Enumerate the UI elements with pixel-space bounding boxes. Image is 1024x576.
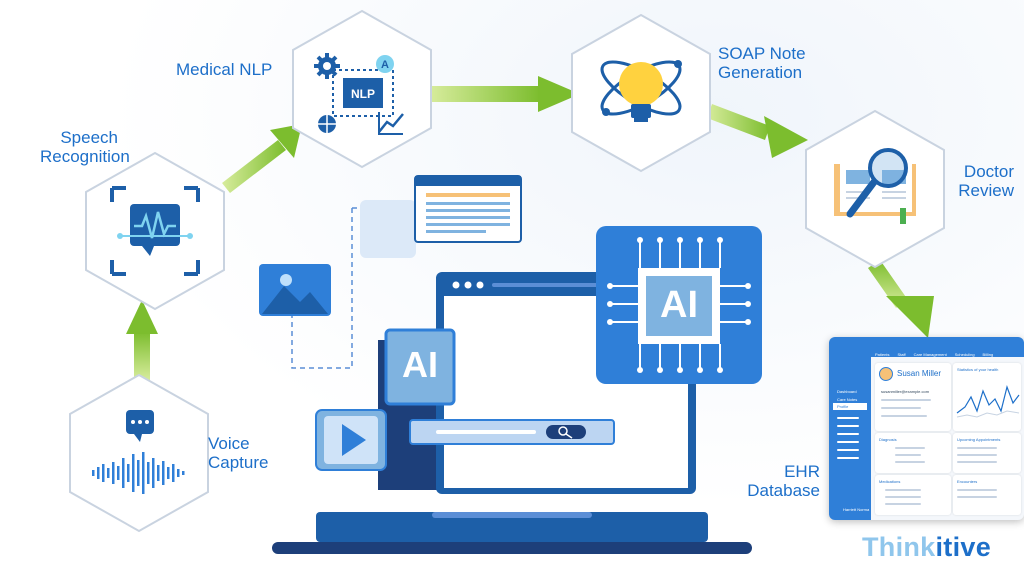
trend-icon [378,113,404,133]
ehr-user: Harriett Norma [843,507,870,512]
ehr-vitals-card: Statistics of your health [953,363,1021,431]
ehr-tab: Care Management [913,352,947,357]
lightbulb-atom-icon [600,60,682,122]
ehr-side-item: Dashboard [837,389,857,394]
card-title: Diagnosis [879,437,897,442]
label-soap-note: SOAP Note Generation [718,44,806,82]
brand-logo: Thinkitive [862,532,991,563]
ehr-tab: Staff [897,352,906,357]
document-window [414,175,522,243]
arrow-voice-to-speech [126,300,158,380]
patient-email: susanmiller@example.com [881,389,930,394]
ehr-profile-card: Susan Miller susanmiller@example.com [875,363,951,431]
ehr-sidebar [829,337,871,520]
card-title: Medications [879,479,901,484]
ehr-tab: Scheduling [954,352,975,357]
brand-itive: itive [935,532,992,562]
label-ehr-database: EHR Database [747,462,820,500]
play-icon [315,409,387,471]
speech-monitor-icon [110,186,200,276]
search-icon [558,426,568,436]
ai-chip [596,226,762,384]
nlp-chip-icon: NLP A [314,53,404,135]
label-voice-capture: Voice Capture [208,434,269,472]
letter-a-icon-text: A [381,59,389,71]
voice-wave-icon [92,410,185,494]
ehr-topbar [871,337,1024,357]
ehr-diagnosis-card: Diagnosis [875,433,951,473]
image-icon [259,264,331,316]
hex-voice-capture [64,372,214,534]
search-bar [409,419,615,445]
arrow-doctor-to-ehr [868,260,934,338]
hex-speech-recognition [80,150,230,312]
ehr-encounters-card: Encounters [953,475,1021,515]
ehr-side-item: Care Notes [837,397,858,402]
ai-badge [384,328,456,406]
laptop-base [272,512,752,554]
arrow-soap-to-doctor [707,104,808,158]
vitals-line-chart [956,384,1020,418]
card-title: Statistics of your health [957,367,999,372]
label-speech-recognition: Speech Recognition [40,128,130,166]
ehr-tab: Patients [875,352,890,357]
ai-badge-text: AI [402,344,438,385]
patient-name: Susan Miller [897,369,942,378]
arrow-speech-to-nlp [222,124,302,193]
card-title: Encounters [957,479,978,484]
gear-icon [314,53,340,79]
ai-chip-text: AI [660,284,698,326]
brand-think: Think [862,532,936,562]
hex-medical-nlp: NLP A [287,8,437,170]
label-doctor-review: Doctor Review [958,162,1014,200]
card-title: Upcoming Appointments [957,437,1001,442]
book-magnifier-icon [834,148,916,224]
ehr-medications-card: Medications [875,475,951,515]
ehr-appointments-card: Upcoming Appointments [953,433,1021,473]
arrow-nlp-to-soap [430,76,580,112]
avatar [879,367,893,381]
nlp-chip-text: NLP [351,87,375,101]
label-medical-nlp: Medical NLP [176,60,273,79]
ehr-side-item-active: Profile [833,403,867,410]
light-panel [360,200,416,258]
hex-soap-note [566,12,716,174]
ehr-tabs: Patients Staff Care Management Schedulin… [875,352,993,357]
ehr-dashboard: Patients Staff Care Management Schedulin… [829,337,1024,520]
ehr-tab: Billing [982,352,994,357]
hex-doctor-review [800,108,950,270]
